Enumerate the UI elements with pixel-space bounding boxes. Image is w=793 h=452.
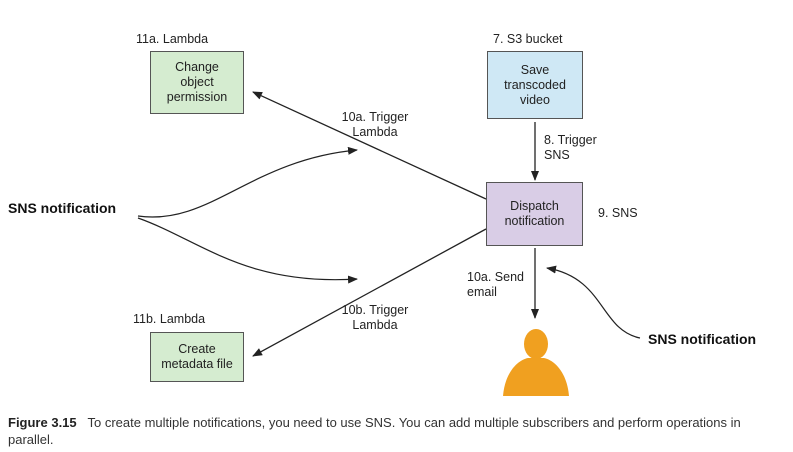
edge-label-trigger-sns: 8. Trigger SNS	[544, 133, 597, 162]
lambda-b-text: Create metadata file	[161, 342, 233, 371]
callout-sns-notification-right: SNS notification	[648, 331, 757, 347]
lambda-a-box: Change object permission	[150, 51, 244, 114]
figure-number: Figure 3.15	[8, 415, 77, 430]
callout-curve-right	[546, 265, 641, 339]
user-icon	[503, 329, 569, 396]
sns-box: Dispatch notification	[486, 182, 583, 246]
callout-curve-lower	[137, 217, 358, 284]
callout-sns-notification-left: SNS notification	[8, 200, 117, 216]
callout-curve-upper	[137, 146, 358, 218]
sns-text: Dispatch notification	[504, 199, 565, 228]
edge-label-trigger-lambda-a: 10a. Trigger Lambda	[341, 110, 409, 139]
figure-caption-text: To create multiple notifications, you ne…	[8, 415, 741, 447]
lambda-b-box: Create metadata file	[150, 332, 244, 382]
s3-text: Save transcoded video	[504, 62, 566, 107]
edge-label-trigger-lambda-b: 10b. Trigger Lambda	[341, 303, 409, 332]
s3-box: Save transcoded video	[487, 51, 583, 119]
edge-label-send-email: 10a. Send email	[467, 270, 524, 299]
arrow-sns-to-lambda-a	[252, 91, 487, 200]
s3-header: 7. S3 bucket	[493, 32, 563, 46]
user-head	[524, 329, 548, 359]
user-body	[503, 358, 569, 396]
lambda-b-header: 11b. Lambda	[133, 312, 206, 326]
lambda-a-header: 11a. Lambda	[136, 32, 209, 46]
sns-side-label: 9. SNS	[598, 206, 638, 220]
arrow-sns-to-lambda-b	[252, 228, 487, 357]
figure-caption: Figure 3.15 To create multiple notificat…	[8, 414, 778, 448]
lambda-a-text: Change object permission	[166, 60, 228, 104]
